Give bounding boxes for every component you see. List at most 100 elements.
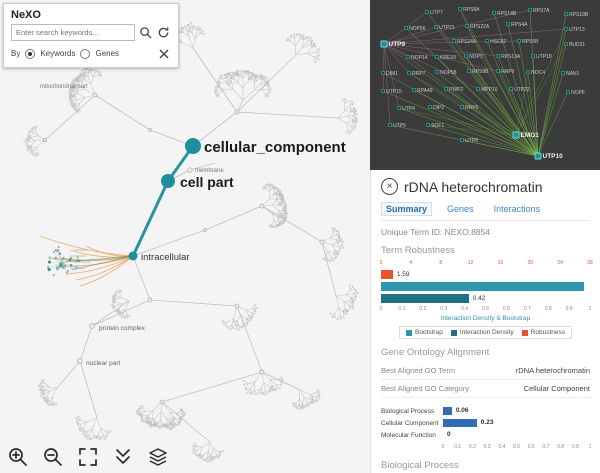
gene-node-label[interactable]: MPP10 [481, 87, 498, 93]
gene-node-label[interactable]: NAN1 [566, 71, 580, 77]
gene-node[interactable] [564, 42, 568, 46]
gene-node[interactable] [509, 87, 513, 91]
gene-node[interactable] [381, 89, 385, 93]
gene-node[interactable] [465, 24, 469, 28]
gene-node[interactable] [452, 39, 456, 43]
gene-node[interactable] [397, 106, 401, 110]
gene-node[interactable] [496, 54, 500, 58]
clear-icon[interactable] [156, 46, 171, 61]
tree-node-label-protein_complex[interactable]: protein complex [99, 325, 146, 332]
gene-node-label[interactable]: BUD21 [569, 42, 585, 48]
tree-node-label-intracellular[interactable]: intracellular [141, 252, 190, 263]
gene-node[interactable] [425, 10, 429, 14]
gene-node[interactable] [460, 138, 464, 142]
tab-summary[interactable]: Summary [381, 202, 433, 216]
tree-node-label-cell_part[interactable]: cell part [180, 174, 234, 190]
gene-node-label[interactable]: RPS6B [522, 39, 539, 45]
expand-levels-button[interactable] [111, 445, 135, 469]
gene-node[interactable] [381, 71, 385, 75]
zoom-in-button[interactable] [6, 445, 30, 469]
gene-node-label[interactable]: RPS8A [463, 7, 480, 13]
gene-node[interactable] [564, 27, 568, 31]
gene-node-label[interactable]: NOP6 [571, 90, 585, 96]
gene-node[interactable] [496, 69, 500, 73]
radio-keywords[interactable] [25, 48, 36, 59]
gene-node[interactable] [464, 54, 468, 58]
gene-node-label[interactable]: RPS19B [569, 12, 589, 18]
gene-node-label[interactable]: NOC4 [531, 70, 545, 76]
gene-node-label[interactable]: UTP8 [465, 138, 478, 144]
gene-node[interactable] [435, 70, 439, 74]
gene-node[interactable] [406, 55, 410, 59]
gene-node-label[interactable]: NOP56 [409, 26, 426, 32]
gene-node-label[interactable]: PWP2 [449, 87, 463, 93]
gene-node[interactable] [426, 123, 430, 127]
gene-node-label[interactable]: RRP5 [465, 105, 479, 111]
search-icon[interactable] [138, 25, 153, 40]
zoom-out-button[interactable] [41, 445, 65, 469]
gene-node[interactable] [476, 87, 480, 91]
gene-node[interactable] [460, 105, 464, 109]
gene-node[interactable] [512, 131, 520, 139]
gene-node-label[interactable]: UTP9 [389, 41, 406, 48]
gene-node-label[interactable]: HSC82 [490, 39, 506, 45]
gene-node[interactable] [534, 152, 542, 160]
gene-node-label[interactable]: RPS9B [472, 69, 489, 75]
gene-node-label[interactable]: NOP14 [411, 55, 428, 61]
gene-node-label[interactable]: UTP4 [402, 106, 415, 112]
tab-interactions[interactable]: Interactions [493, 204, 541, 214]
gene-node[interactable] [485, 39, 489, 43]
gene-node[interactable] [428, 105, 432, 109]
gene-node-label[interactable]: DIP2 [433, 105, 444, 111]
gene-node[interactable] [561, 71, 565, 75]
gene-node[interactable] [434, 25, 438, 29]
gene-node-label[interactable]: UTP13 [569, 27, 585, 33]
gene-node-label[interactable]: RPS22A [470, 24, 490, 30]
tree-node-label-membrane[interactable]: membrane [195, 168, 224, 174]
gene-node[interactable] [526, 70, 530, 74]
gene-node-label[interactable]: KRE33 [440, 55, 456, 61]
fit-to-screen-button[interactable] [76, 445, 100, 469]
gene-node[interactable] [528, 8, 532, 12]
radio-genes[interactable] [80, 48, 91, 59]
gene-node[interactable] [458, 7, 462, 11]
tab-genes[interactable]: Genes [447, 204, 474, 214]
gene-node[interactable] [506, 22, 510, 26]
tree-node-label-cellular_component[interactable]: cellular_component [204, 139, 346, 156]
gene-node-label[interactable]: UTP7 [430, 10, 443, 16]
gene-node[interactable] [467, 69, 471, 73]
gene-node-label[interactable]: RPS7A [533, 8, 550, 14]
reset-icon[interactable] [156, 25, 171, 40]
gene-node-label[interactable]: RPS4A [511, 22, 528, 28]
gene-node-label[interactable]: UTP5 [393, 123, 406, 129]
gene-node[interactable] [517, 39, 521, 43]
gene-node-label[interactable]: UTP15 [386, 89, 402, 95]
gene-node-label[interactable]: NOP58 [440, 70, 457, 76]
gene-node-label[interactable]: RPS24A [457, 39, 477, 45]
gene-node-label[interactable]: RPA49 [417, 88, 433, 94]
gene-node[interactable] [435, 55, 439, 59]
gene-node[interactable] [492, 11, 496, 15]
search-input[interactable] [11, 24, 135, 41]
gene-node[interactable] [380, 40, 388, 48]
gene-node-label[interactable]: DIM1 [386, 71, 398, 77]
gene-node[interactable] [404, 26, 408, 30]
layers-button[interactable] [146, 445, 170, 469]
gene-node-label[interactable]: NOP1 [469, 54, 483, 60]
close-icon[interactable]: × [381, 178, 398, 195]
gene-node-label[interactable]: EMG1 [521, 132, 540, 139]
gene-node[interactable] [407, 71, 411, 75]
gene-node-label[interactable]: RPS13A [501, 54, 521, 60]
gene-node-label[interactable]: RPS14B [497, 11, 517, 17]
gene-node[interactable] [531, 54, 535, 58]
tree-node-label-mitochondrial_part[interactable]: mitochondrial part [40, 84, 88, 90]
gene-node-label[interactable]: UTP10 [543, 153, 564, 160]
gene-node[interactable] [412, 88, 416, 92]
gene-node-label[interactable]: RRP7 [412, 71, 426, 77]
gene-node[interactable] [388, 123, 392, 127]
gene-node[interactable] [564, 12, 568, 16]
gene-node-label[interactable]: UTP21 [439, 25, 455, 31]
gene-node-label[interactable]: SOF1 [431, 123, 444, 129]
